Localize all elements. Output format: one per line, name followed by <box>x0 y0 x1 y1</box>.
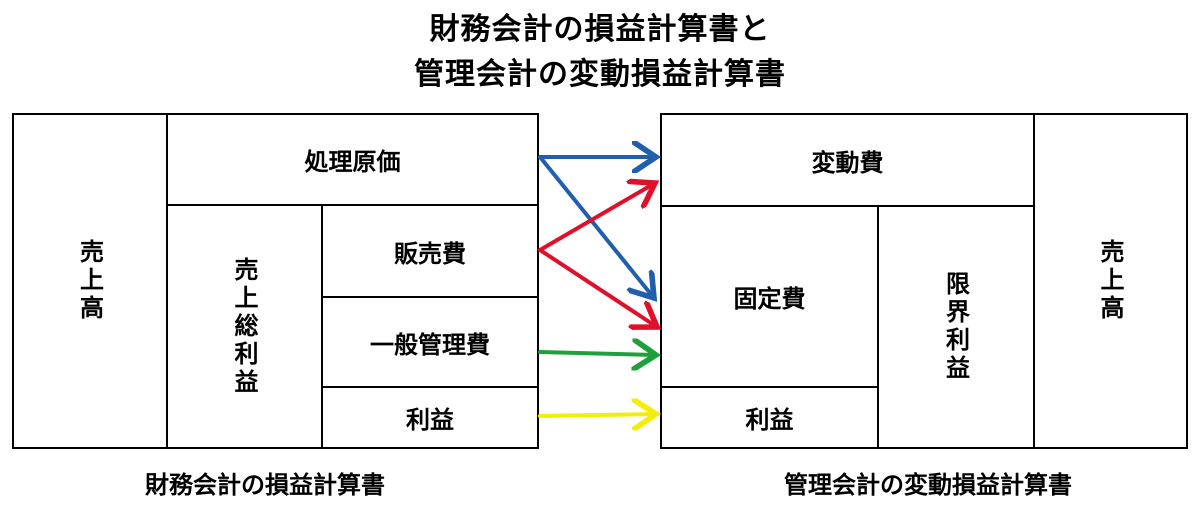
left-gross-profit-label: 売上総利益 <box>230 256 258 397</box>
arrow-admin-to-fixed <box>538 352 656 355</box>
arrow-profit-to-profit <box>538 414 656 416</box>
left-cost-of-sales-label: 処理原価 <box>304 148 401 176</box>
arrow-selling-to-variable <box>538 183 655 252</box>
left-profit-box: 利益 <box>321 386 539 449</box>
left-sales-label: 売上高 <box>75 239 104 323</box>
left-profit-label: 利益 <box>406 406 454 434</box>
right-marginal-profit-label: 限界利益 <box>941 271 970 383</box>
left-admin-expenses-label: 一般管理費 <box>370 330 490 359</box>
arrow-selling-to-fixed <box>538 248 657 327</box>
left-gross-profit-box: 売上総利益 <box>166 204 323 449</box>
arrow-cost-to-fixed <box>538 155 654 298</box>
left-selling-expenses-label: 販売費 <box>394 239 466 268</box>
right-caption: 管理会計の変動損益計算書 <box>784 471 1072 499</box>
right-variable-cost-label: 変動費 <box>811 148 884 177</box>
right-sales-box: 売上高 <box>1033 113 1188 449</box>
left-caption: 財務会計の損益計算書 <box>145 471 385 499</box>
right-sales-label: 売上高 <box>1096 239 1124 323</box>
diagram-title-line1: 財務会計の損益計算書と <box>429 12 771 47</box>
diagram-title-line2: 管理会計の変動損益計算書 <box>414 57 786 92</box>
right-fixed-cost-label: 固定費 <box>733 285 806 313</box>
right-profit-label: 利益 <box>745 406 794 434</box>
